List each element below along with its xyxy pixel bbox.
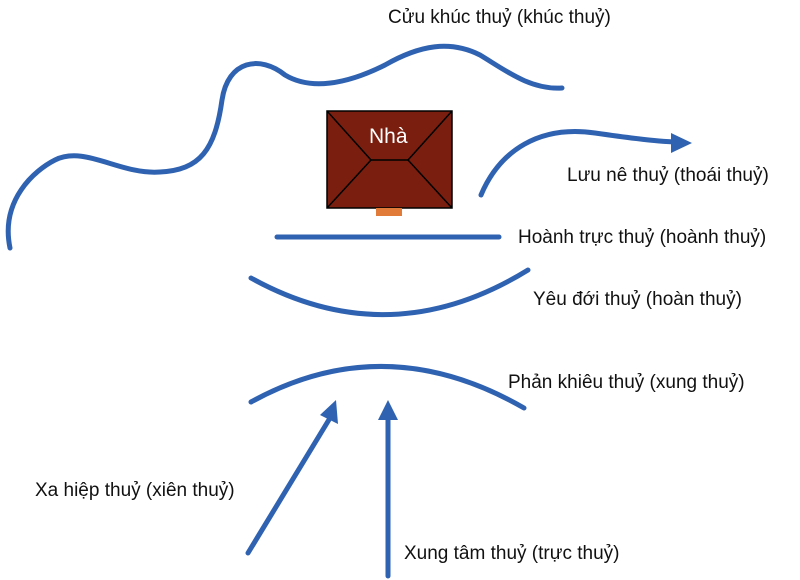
embracing-water-curve <box>248 267 531 317</box>
label-winding-water: Cửu khúc thuỷ (khúc thuỷ) <box>388 7 611 28</box>
receding-water-arrowhead <box>671 133 692 153</box>
reverse-bow-water-curve <box>248 364 527 411</box>
label-diagonal-water: Xa hiệp thuỷ (xiên thuỷ) <box>35 480 235 501</box>
label-reverse-bow-water: Phản khiêu thuỷ (xung thuỷ) <box>508 372 745 393</box>
label-embracing-water: Yêu đới thuỷ (hoàn thuỷ) <box>533 289 742 310</box>
house <box>326 110 453 216</box>
receding-water-arrow <box>478 129 683 198</box>
label-receding-water: Lưu nê thuỷ (thoái thuỷ) <box>567 165 769 186</box>
label-vertical-water: Xung tâm thuỷ (trực thuỷ) <box>404 543 620 564</box>
diagonal-water-arrowhead <box>320 400 338 424</box>
house-door <box>376 208 402 216</box>
house-label: Nhà <box>369 125 408 148</box>
vertical-water-arrowhead <box>378 400 398 420</box>
winding-water-line <box>5 43 565 251</box>
label-horizontal-water: Hoành trực thuỷ (hoành thuỷ) <box>518 227 767 248</box>
diagonal-water-arrow <box>245 415 333 556</box>
